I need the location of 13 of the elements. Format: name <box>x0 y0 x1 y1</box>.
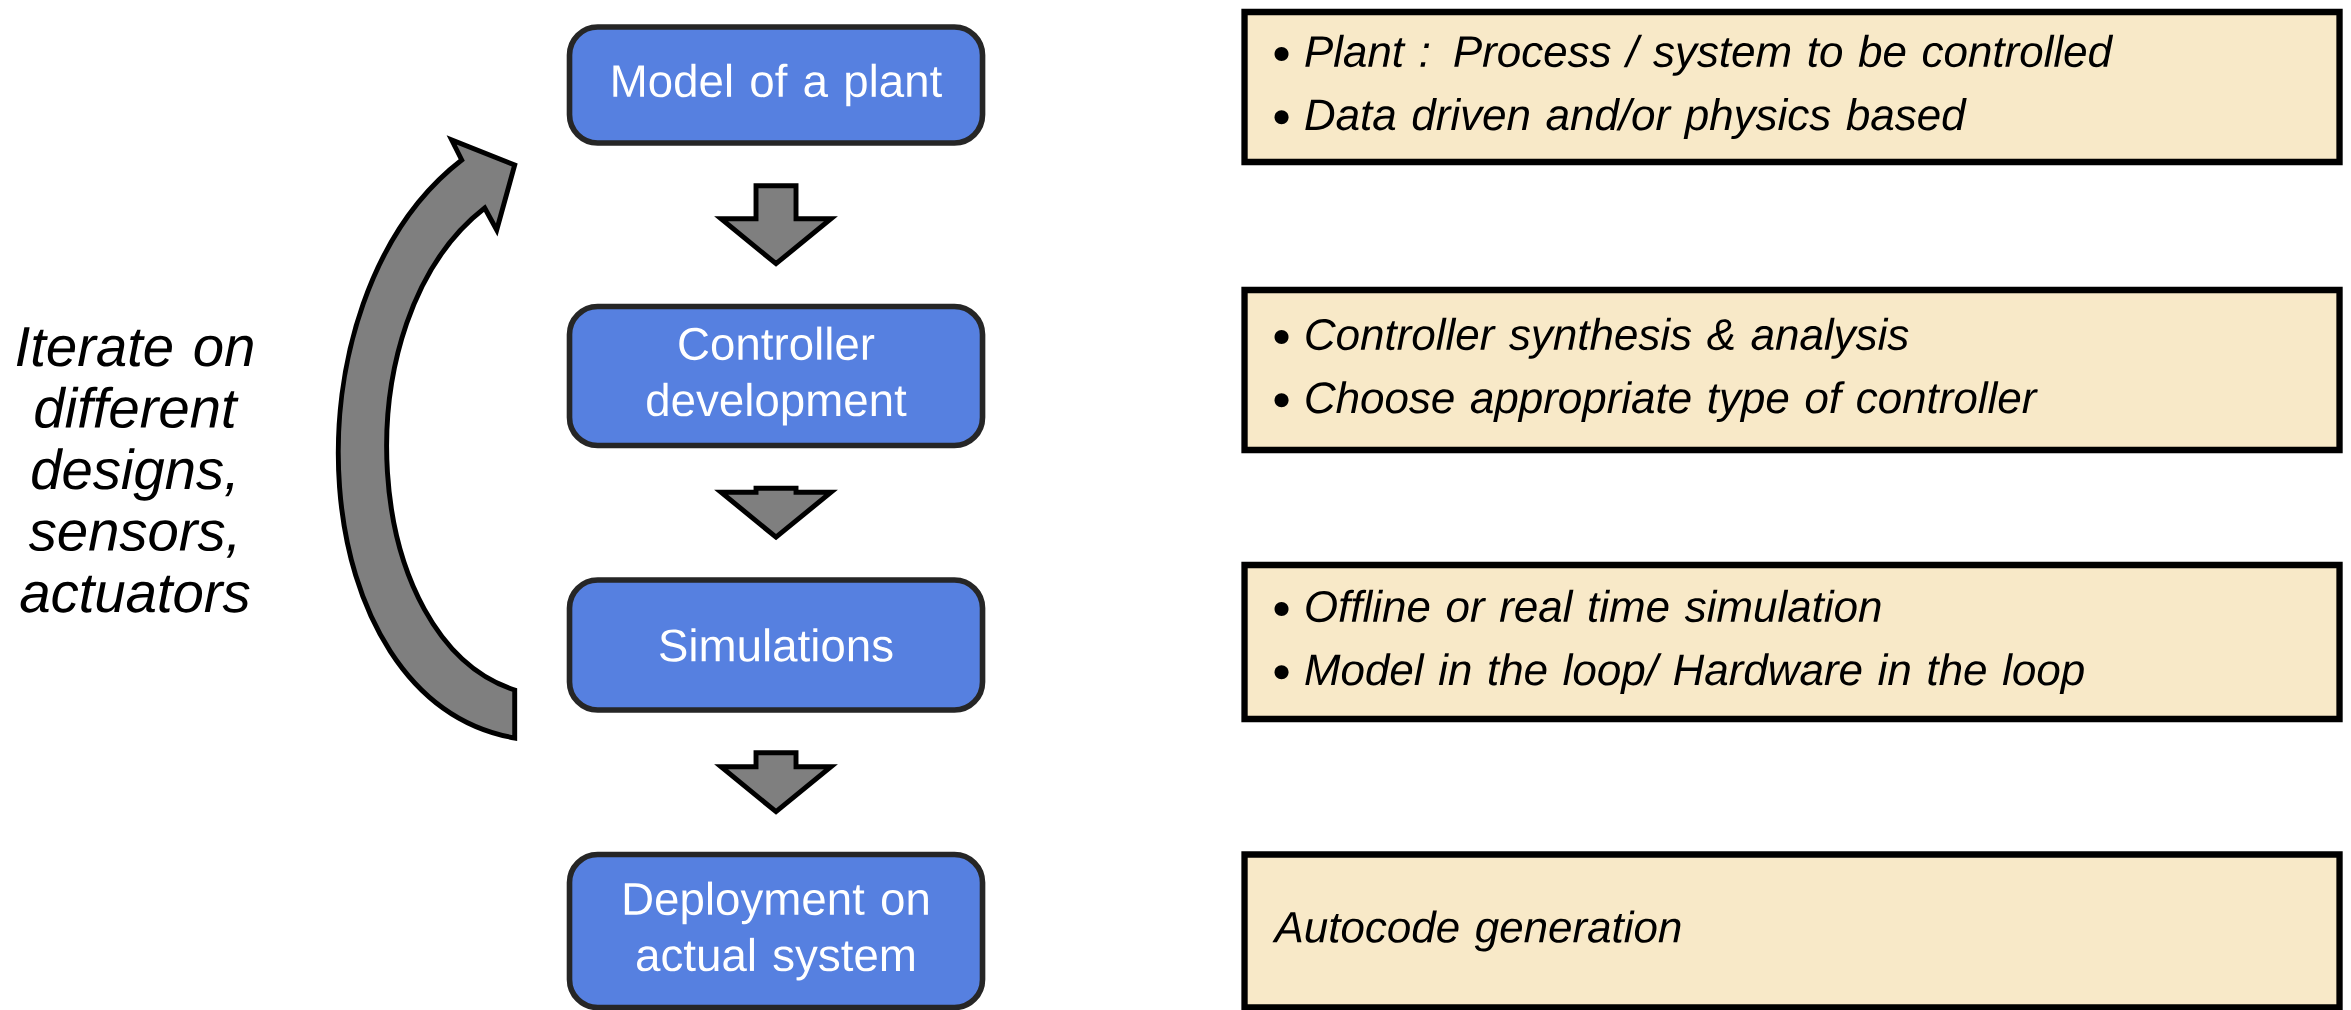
note-box: Autocode generation <box>1241 851 2343 1010</box>
process-box: Model of a plant <box>566 24 986 146</box>
block-arrow <box>336 137 518 741</box>
note-box: Plant : Process / system to be controlled Data driven and/or physics based <box>1241 8 2343 166</box>
block-arrow <box>714 485 838 541</box>
process-box: Simulations <box>566 577 986 713</box>
process-box: Controller development <box>566 303 986 449</box>
note-box: Controller synthesis & analysis Choose appropriate type of controller <box>1241 286 2343 454</box>
process-box: Deployment on actual system <box>566 851 986 1010</box>
block-arrow <box>714 750 838 815</box>
block-arrow <box>714 183 838 267</box>
side-note: Iterate on different designs, sensors, actuators <box>16 327 253 613</box>
note-box: Offline or real time simulation Model in the loop/ Hardware in the loop <box>1241 561 2343 723</box>
